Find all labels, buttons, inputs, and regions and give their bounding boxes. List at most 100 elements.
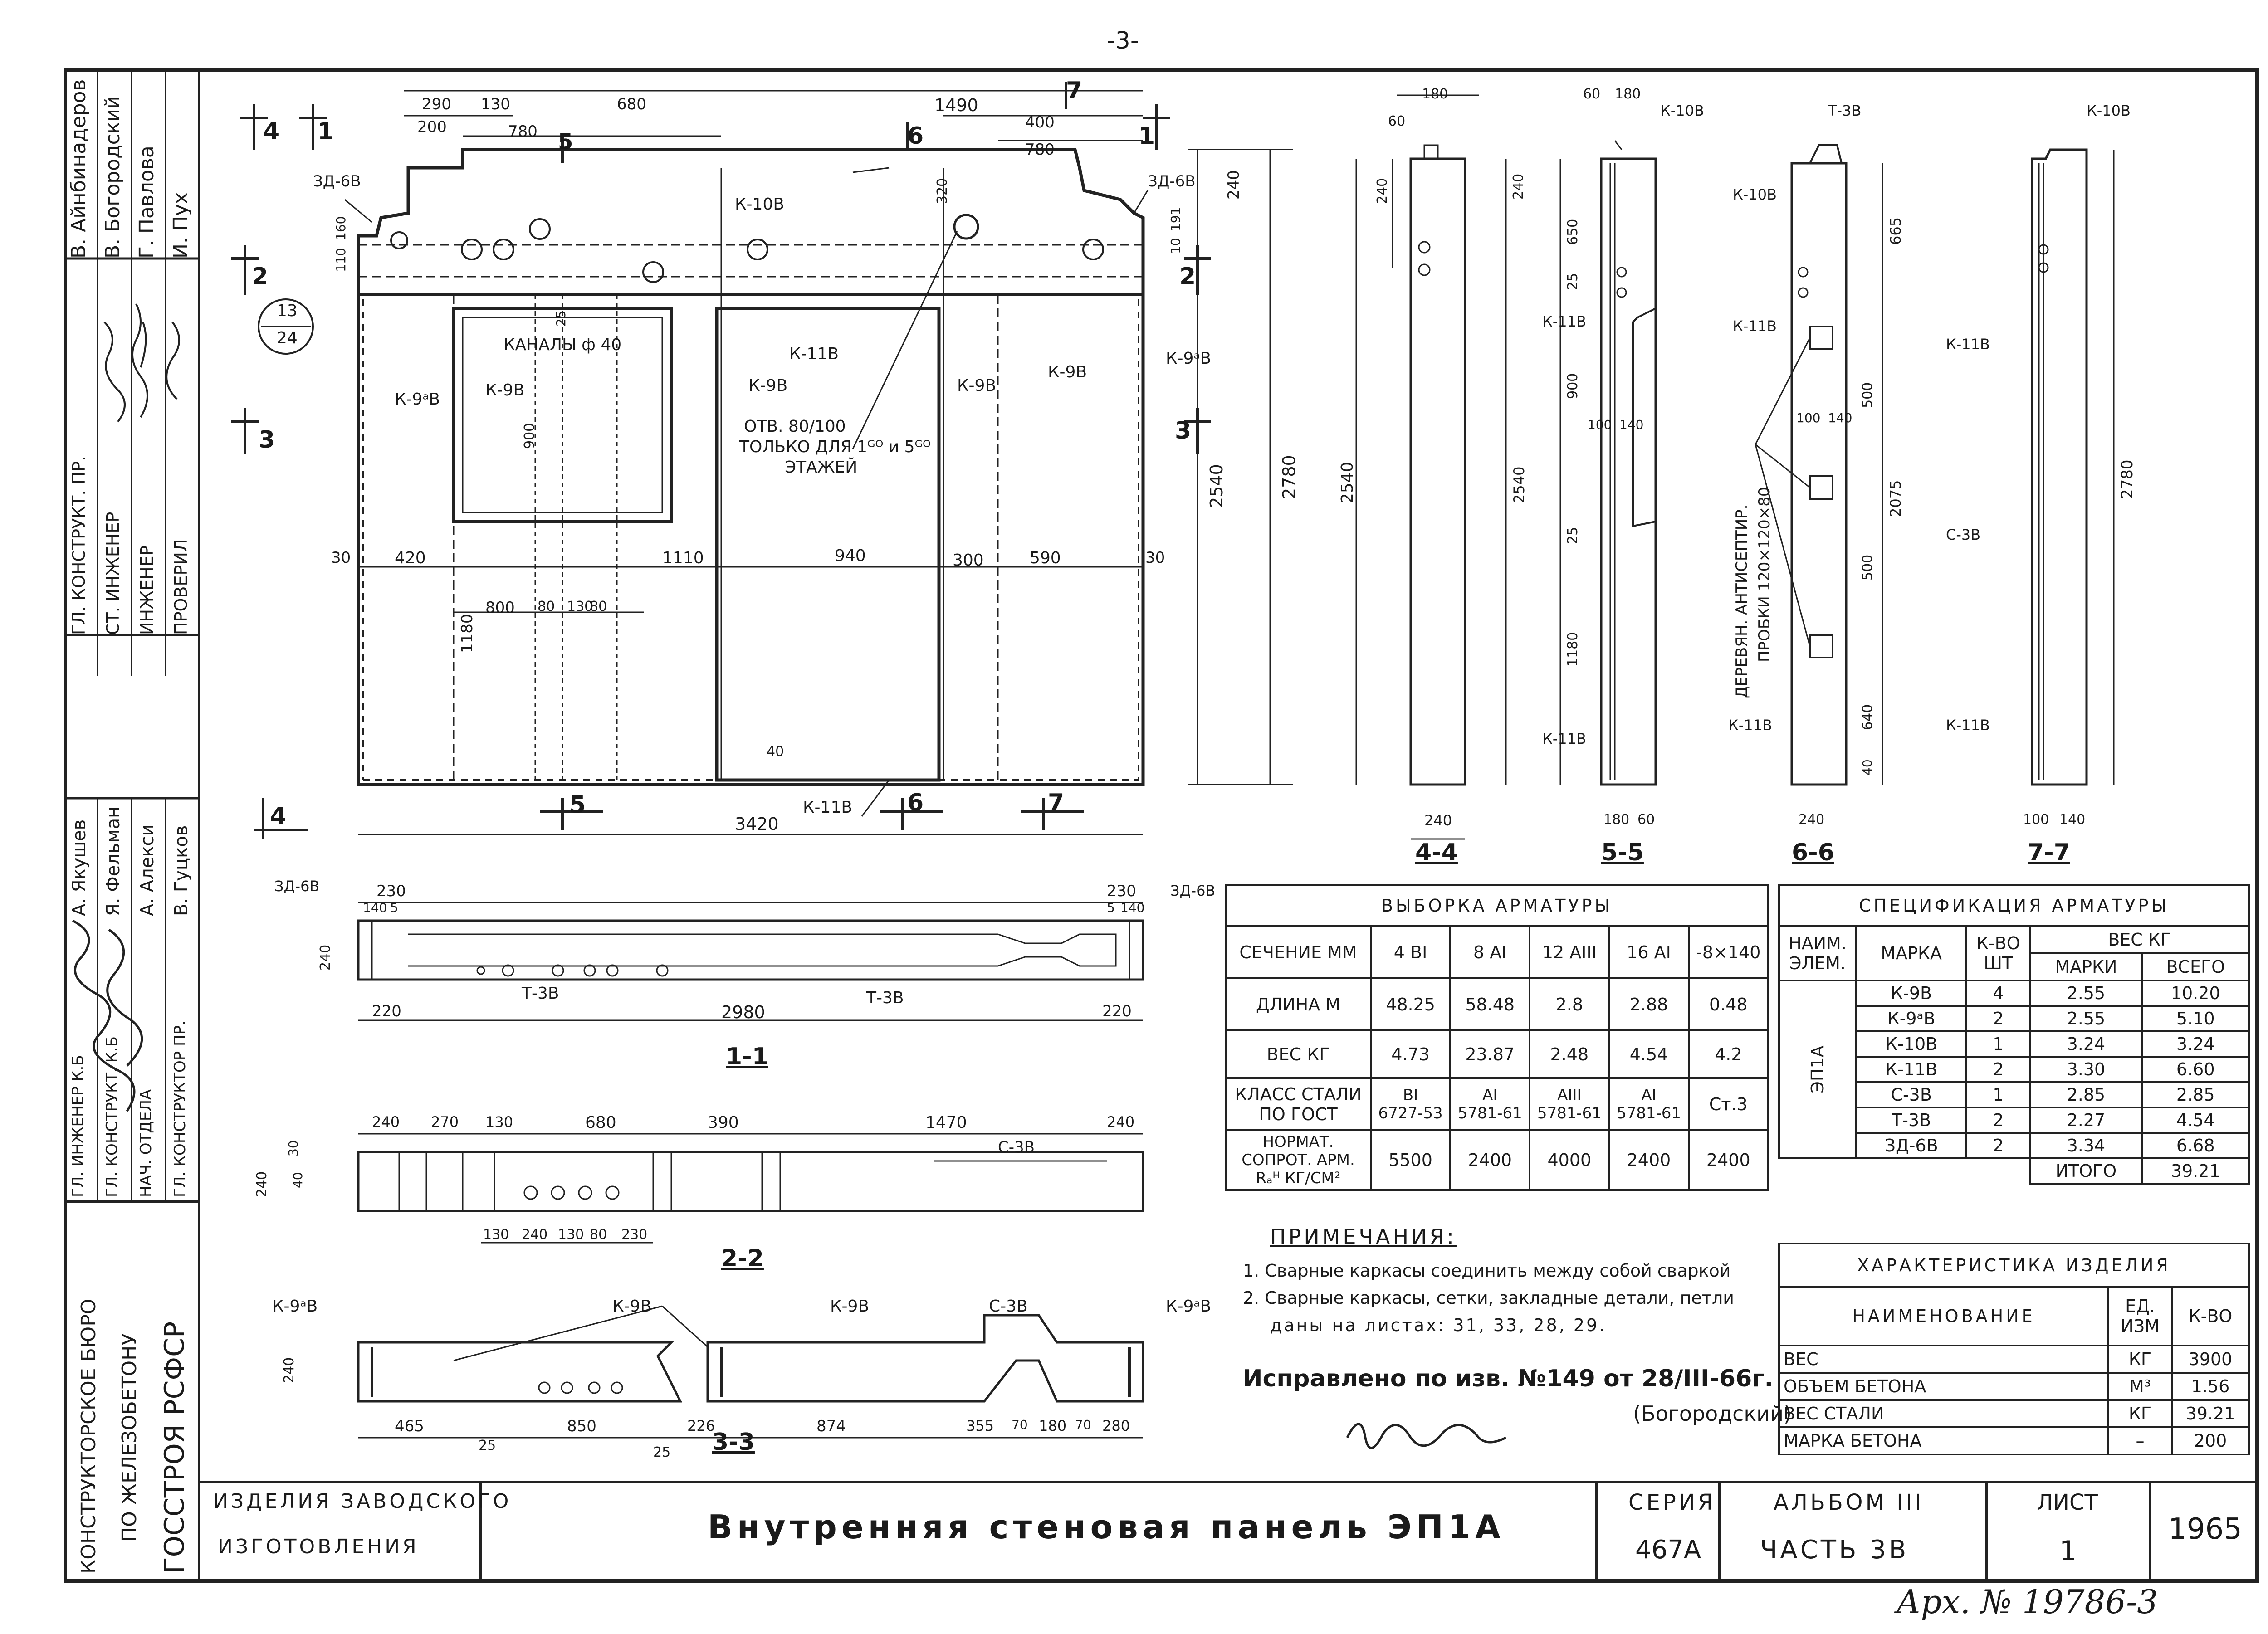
cell: 2.48: [1529, 1029, 1610, 1079]
dim: 2980: [721, 1002, 765, 1022]
cell: 2400: [1449, 1129, 1531, 1191]
correction-signature: [1346, 1423, 1507, 1449]
title-block: ИЗДЕЛИЯ ЗАВОДСКОГО ИЗГОТОВЛЕНИЯ Внутренн…: [200, 1481, 2259, 1583]
label: К-10В: [2087, 102, 2131, 119]
section-marker: 2: [252, 263, 269, 290]
dim: 300: [953, 551, 984, 570]
spec-head: ВСЕГО: [2141, 952, 2250, 981]
dim: 230: [376, 882, 406, 900]
dim: 70: [1012, 1417, 1028, 1432]
dim: 1110: [662, 549, 704, 567]
tb-chast: ЧАСТЬ 3В: [1760, 1535, 1909, 1565]
dim: 130: [483, 1227, 509, 1243]
spec-marka: К-9В: [1855, 980, 1968, 1007]
spec-vsego: 10.20: [2141, 980, 2250, 1007]
section-marker: 4: [270, 803, 287, 830]
dim: 1470: [925, 1113, 967, 1132]
dim: 240: [522, 1227, 548, 1243]
label: К-10В: [1733, 186, 1777, 203]
note-item: 1. Сварные каркасы соединить между собой…: [1243, 1261, 1731, 1281]
har-name: ВЕС СТАЛИ: [1778, 1399, 2109, 1428]
section-marker: 1: [318, 118, 334, 145]
label-k9a: К-9ᵃВ: [395, 390, 440, 409]
correction-by: (Богородский): [1633, 1401, 1792, 1426]
dim: 140: [1828, 410, 1853, 425]
label: ЗД-6В: [274, 878, 320, 895]
section-title: 4-4: [1415, 839, 1458, 866]
spec-kvo: 2: [1965, 1005, 2031, 1032]
har-ed: КГ: [2107, 1399, 2173, 1428]
har-val: 39.21: [2171, 1399, 2250, 1428]
dim: 240: [1424, 812, 1452, 829]
dim: 850: [567, 1417, 596, 1435]
cell: Ст.3: [1687, 1077, 1769, 1131]
dim: 70: [1075, 1417, 1091, 1432]
dim: 590: [1030, 549, 1061, 567]
section-marker: 5: [569, 791, 586, 819]
dim: 180: [1039, 1417, 1067, 1434]
label: С-3В: [1946, 526, 1981, 543]
dim: 240: [254, 1171, 270, 1197]
circle-ref: 13: [277, 302, 298, 320]
spec-marka: К-11В: [1855, 1056, 1968, 1083]
dim: 140: [1619, 417, 1644, 432]
left-stamp: В. Айнбинадеров В. Богородский Г. Павлов…: [64, 68, 200, 1583]
spec-kvo: 1: [1965, 1081, 2031, 1108]
signatures-graphic: [72, 303, 180, 1112]
dim: 200: [417, 118, 447, 136]
section-marker: 3: [1175, 417, 1192, 444]
dim: 230: [1107, 882, 1136, 900]
note-item: даны на листах: 31, 33, 28, 29.: [1270, 1315, 1607, 1335]
section-marker: 5: [558, 129, 573, 155]
dim: 40: [767, 744, 784, 760]
label-zd: ЗД-6В: [313, 172, 361, 190]
cell: 12 АIII: [1529, 925, 1610, 979]
label-k9a: К-9ᵃВ: [1166, 349, 1212, 368]
dim: 100: [1588, 417, 1612, 432]
har-name: ОБЪЕМ БЕТОНА: [1778, 1372, 2109, 1401]
dim: 230: [621, 1227, 648, 1243]
har-title: ХАРАКТЕРИСТИКА ИЗДЕЛИЯ: [1778, 1243, 2250, 1288]
label: Т-3В: [522, 984, 559, 1003]
dim: 780: [508, 122, 538, 141]
label-k9: К-9В: [957, 376, 997, 395]
cell: 4000: [1529, 1129, 1610, 1191]
gost: 5781-61: [1457, 1104, 1522, 1122]
dim: 60: [1637, 812, 1655, 828]
spec-element: ЭП1А: [1778, 980, 1857, 1159]
spec-title: СПЕЦИФИКАЦИЯ АРМАТУРЫ: [1778, 884, 2250, 927]
spec-head: ВЕС КГ: [2029, 925, 2250, 954]
spec-kvo: 2: [1965, 1056, 2031, 1083]
cell: 2.8: [1529, 977, 1610, 1031]
dim: 226: [687, 1417, 715, 1434]
dim: 140: [1120, 900, 1145, 915]
dim: 180: [1615, 86, 1641, 102]
spec-kvo: 2: [1965, 1132, 2031, 1159]
cell: 4.73: [1369, 1029, 1452, 1079]
section-title: 7-7: [2028, 839, 2070, 866]
dim: 25: [653, 1444, 671, 1460]
spec-head: МАРКА: [1855, 925, 1968, 981]
tb-seriya-value: 467А: [1635, 1535, 1701, 1565]
spec-marki: 3.30: [2029, 1056, 2143, 1083]
dim: 100: [2023, 812, 2049, 828]
dim: 30: [286, 1140, 301, 1156]
har-head: ЕД. ИЗМ: [2107, 1286, 2173, 1346]
section-marker: 6: [907, 789, 924, 816]
dim: 680: [617, 95, 646, 113]
label: ЗД-6В: [1170, 882, 1216, 899]
gost: 5781-61: [1537, 1104, 1602, 1122]
tb-izdeliya: ИЗДЕЛИЯ ЗАВОДСКОГО: [213, 1490, 512, 1513]
label: К-11В: [1542, 313, 1586, 330]
label: К-11В: [1728, 717, 1772, 734]
section-title: 1-1: [726, 1043, 768, 1070]
label: К-11В: [1733, 317, 1777, 335]
label-k9: К-9В: [485, 381, 525, 400]
label-k9: К-9В: [748, 376, 788, 395]
label: Т-3В: [1828, 102, 1862, 119]
section-marker: 6: [907, 122, 924, 150]
spec-kvo: 4: [1965, 980, 2031, 1007]
correction-note: Исправлено по изв. №149 от 28/III-66г.: [1243, 1365, 1774, 1392]
har-val: 200: [2171, 1426, 2250, 1455]
